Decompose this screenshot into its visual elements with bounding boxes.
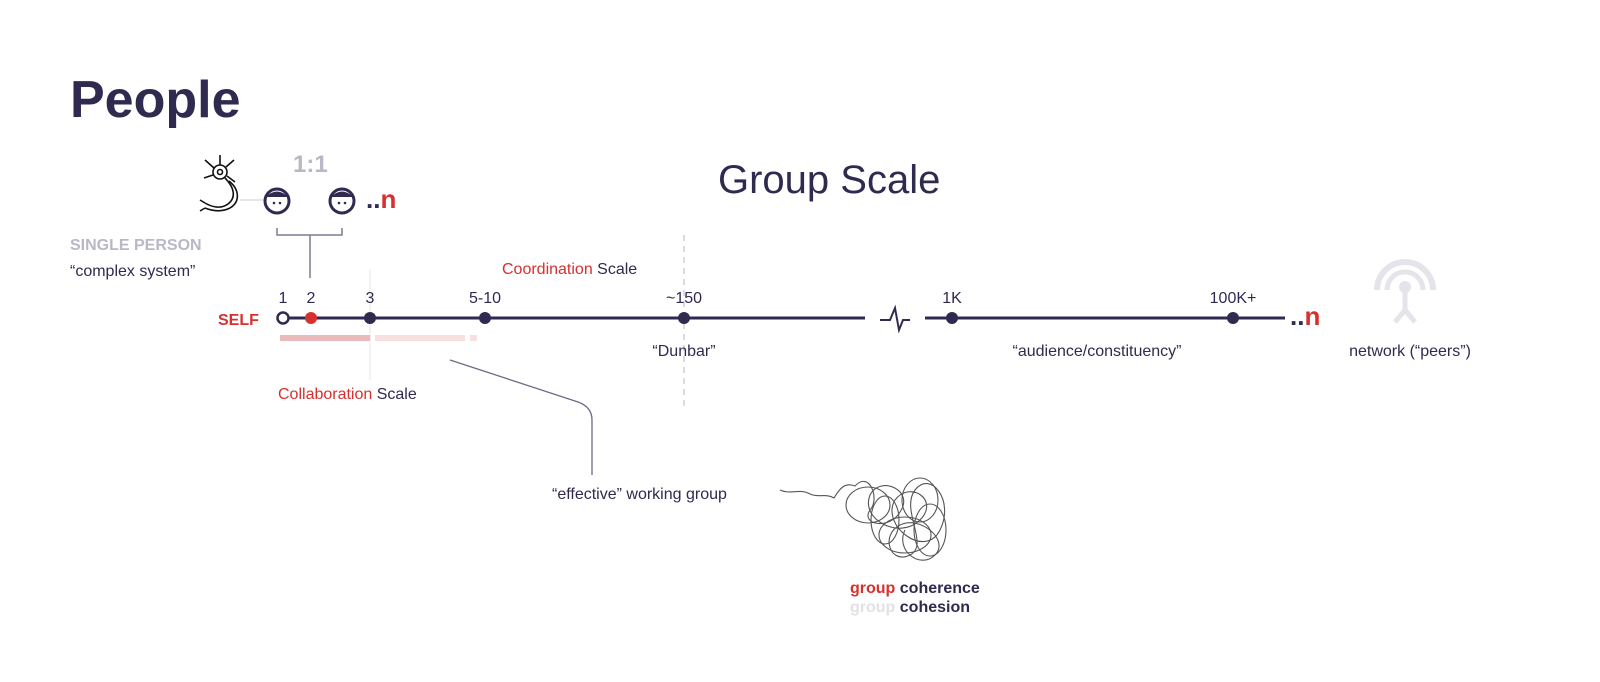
collaboration-range-bar bbox=[280, 335, 370, 341]
person-face-icon bbox=[263, 187, 291, 215]
one-to-one-n: ..n bbox=[366, 184, 396, 214]
scale-label: 1K bbox=[942, 290, 962, 307]
person-face-icon bbox=[328, 187, 356, 215]
network-label: network (“peers”) bbox=[1349, 343, 1471, 360]
axis-break-icon bbox=[880, 304, 910, 334]
page-title: People bbox=[70, 71, 241, 129]
audience-label: “audience/constituency” bbox=[1013, 343, 1182, 360]
broadcast-tower-icon bbox=[1374, 259, 1436, 324]
scale-point bbox=[678, 312, 690, 324]
coordination-scale-label: Coordination Scale bbox=[502, 261, 637, 278]
pair-bracket bbox=[276, 228, 343, 278]
dunbar-label: “Dunbar” bbox=[652, 343, 715, 360]
scale-label: ~150 bbox=[666, 290, 702, 307]
single-person-desc: “complex system” bbox=[70, 263, 195, 280]
single-person-heading: SINGLE PERSON bbox=[70, 237, 202, 254]
scribble-tangle-icon bbox=[779, 477, 947, 561]
scale-label: 1 bbox=[279, 290, 288, 307]
scale-point bbox=[305, 312, 317, 324]
self-label: SELF bbox=[218, 312, 259, 329]
collaboration-range-bar bbox=[375, 335, 465, 341]
scale-label: 100K+ bbox=[1210, 290, 1257, 307]
group-cohesion-label: group cohesion bbox=[850, 599, 970, 616]
collaboration-scale-label: Collaboration Scale bbox=[278, 386, 417, 403]
neuron-icon bbox=[199, 155, 239, 212]
scale-point bbox=[1227, 312, 1239, 324]
scale-end-n: ..n bbox=[1290, 301, 1320, 331]
callout-line bbox=[449, 359, 593, 475]
scale-point bbox=[364, 312, 376, 324]
scale-label: 2 bbox=[307, 290, 316, 307]
scale-point bbox=[479, 312, 491, 324]
group-coherence-label: group coherence bbox=[850, 580, 980, 597]
effective-group-label: “effective” working group bbox=[552, 486, 727, 503]
scale-label: 5-10 bbox=[469, 290, 501, 307]
collaboration-range-bar bbox=[470, 335, 477, 341]
scale-point bbox=[946, 312, 958, 324]
one-to-one-label: 1:1 bbox=[293, 151, 328, 178]
diagram-title: Group Scale bbox=[718, 158, 940, 202]
scale-point bbox=[276, 311, 290, 325]
scale-label: 3 bbox=[366, 290, 375, 307]
